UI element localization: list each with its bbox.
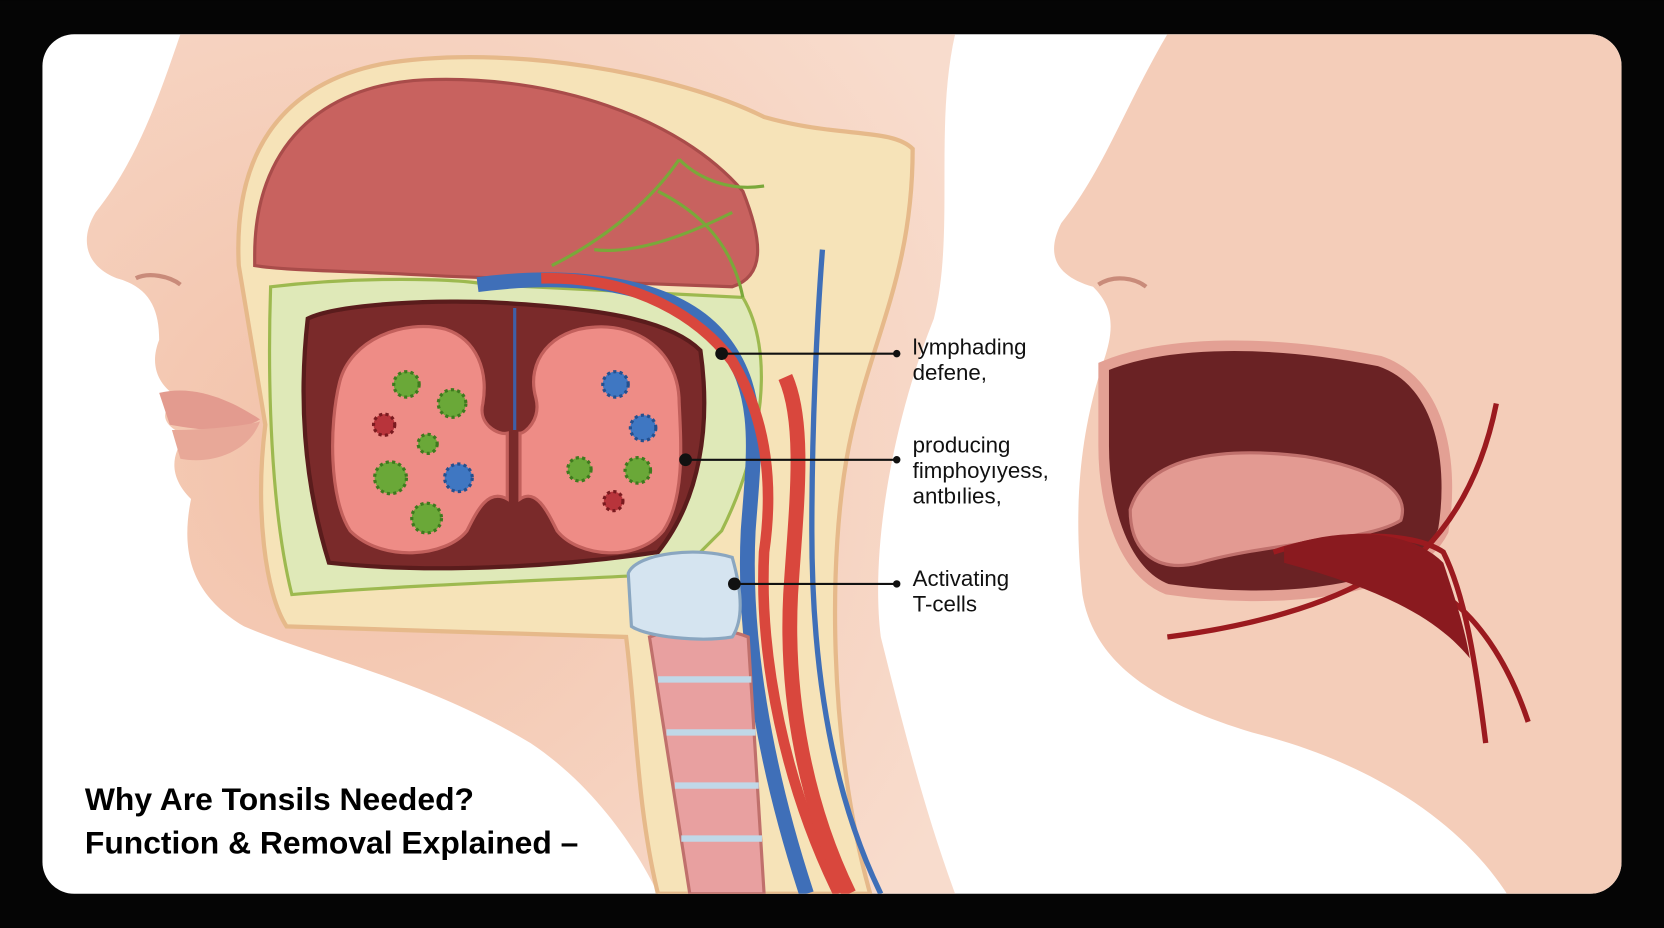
callout-2-line-3: antbılies, (913, 483, 1002, 508)
infected-tissue (1284, 534, 1470, 659)
nasal-cavity (253, 77, 760, 289)
trachea-rings (657, 676, 762, 842)
pathogens (371, 370, 658, 535)
jugular-vein (809, 249, 884, 894)
right-nostril (1097, 276, 1148, 289)
nostril (134, 273, 182, 287)
callout-2-line-2: fimphoyıyess, (913, 458, 1049, 483)
callout-3: Activating T-cells (728, 566, 1010, 617)
upper-lip (159, 390, 260, 431)
callout-2: producing fimphoyıyess, antbılies, (679, 432, 1049, 508)
title-line-2: Function & Removal Explained – (85, 824, 578, 860)
callout-3-line-1: Activating (913, 566, 1010, 591)
callout-1-line-1: lymphading (913, 335, 1027, 360)
tonsil-right (518, 325, 683, 555)
artery (541, 272, 844, 894)
lower-lip (171, 421, 260, 461)
epiglottis-cartilage (626, 550, 742, 641)
callout-1: lymphading defene, (715, 335, 1027, 385)
callout-2-line-1: producing (913, 432, 1011, 457)
callout-3-line-2: T-cells (913, 592, 977, 617)
callout-1-line-2: defene, (913, 360, 987, 385)
infection-spread (1167, 402, 1531, 744)
carotid-artery (778, 373, 856, 894)
title-line-1: Why Are Tonsils Needed? (85, 781, 474, 817)
nerve-branches (551, 158, 765, 298)
